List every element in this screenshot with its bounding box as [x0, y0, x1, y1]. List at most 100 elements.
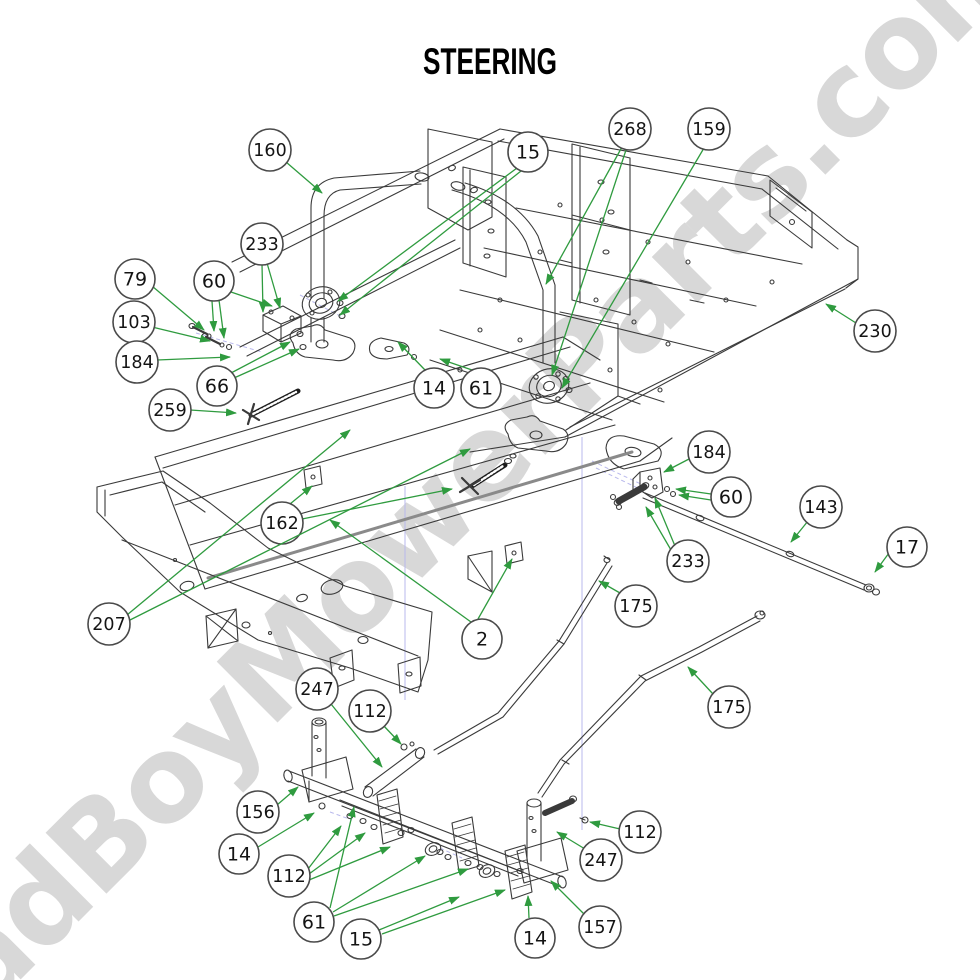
callout-2: 2 — [329, 519, 513, 660]
leader-line — [151, 285, 205, 331]
leader-line — [285, 161, 323, 194]
callout-159: 159 — [561, 107, 731, 389]
leader-line — [556, 831, 586, 850]
callout-number: 14 — [523, 928, 547, 950]
callout-112: 112 — [348, 689, 402, 745]
callout-number: 247 — [584, 851, 617, 871]
leader-line — [589, 820, 621, 830]
callout-number: 2 — [476, 629, 488, 651]
leader-line — [127, 448, 471, 622]
callout-number: 61 — [469, 378, 493, 400]
leader-line — [126, 429, 351, 616]
leader-line — [439, 358, 473, 371]
callout-number: 14 — [227, 844, 251, 866]
leader-line — [790, 520, 809, 543]
callout-175: 175 — [598, 580, 658, 628]
callout-balloon — [853, 309, 897, 353]
callout-balloon — [240, 222, 284, 266]
leader-line — [329, 519, 472, 623]
frame-holes — [457, 202, 775, 393]
callout-79: 79 — [114, 258, 205, 331]
callout-balloon — [666, 539, 710, 583]
callout-number: 157 — [583, 918, 616, 938]
leader-line — [301, 487, 453, 520]
callout-number: 15 — [349, 929, 373, 951]
leader-line — [378, 896, 460, 931]
callout-14: 14 — [397, 341, 455, 409]
leader-line — [189, 408, 237, 417]
callout-balloon — [579, 838, 623, 882]
callout-balloon — [578, 905, 622, 949]
leader-line — [337, 167, 518, 302]
callout-number: 143 — [804, 498, 837, 518]
callout-233: 233 — [240, 222, 284, 313]
leader-line — [645, 506, 672, 551]
leader-line — [307, 825, 342, 870]
leader-line — [381, 723, 402, 745]
callout-number: 61 — [302, 912, 326, 934]
callout-17: 17 — [874, 526, 928, 573]
callout-157: 157 — [550, 880, 622, 949]
callout-60: 60 — [675, 476, 752, 518]
leader-line — [266, 262, 282, 309]
leader-line — [663, 458, 690, 473]
callout-balloon — [193, 260, 235, 302]
callout-247: 247 — [556, 831, 623, 882]
callout-number: 103 — [117, 313, 150, 333]
leader-line — [276, 786, 299, 806]
callout-60: 60 — [193, 260, 273, 339]
leader-line — [678, 492, 712, 501]
callout-balloon — [267, 854, 311, 898]
callout-number: 184 — [120, 353, 153, 373]
callout-230: 230 — [825, 303, 897, 353]
callout-balloon — [799, 485, 843, 529]
floor-pan-bumper — [96, 336, 673, 694]
callout-balloon — [710, 476, 752, 518]
callout-balloon — [87, 602, 131, 646]
page-title: STEERING — [423, 41, 557, 82]
lower-steering-assembly — [283, 717, 589, 900]
callout-number: 175 — [619, 597, 652, 617]
leader-line — [333, 868, 469, 917]
leader-line — [561, 147, 705, 389]
callout-number: 14 — [422, 378, 446, 400]
callout-number: 156 — [241, 803, 274, 823]
callout-number: 268 — [613, 120, 646, 140]
leader-line — [339, 170, 522, 316]
callout-balloon — [614, 584, 658, 628]
callout-162: 162 — [260, 485, 453, 545]
callout-184: 184 — [663, 430, 731, 474]
callout-balloon — [707, 685, 751, 729]
callout-143: 143 — [790, 485, 843, 543]
callout-balloon — [348, 689, 392, 733]
callout-number: 60 — [202, 271, 226, 293]
leader-line — [550, 880, 585, 915]
leader-line — [545, 146, 623, 285]
callout-number: 159 — [692, 120, 725, 140]
callout-number: 112 — [272, 867, 305, 887]
leader-line — [477, 558, 513, 620]
leader-line — [289, 485, 313, 505]
leader-line — [151, 326, 211, 343]
callout-number: 230 — [858, 322, 891, 342]
callout-103: 103 — [112, 300, 211, 344]
leader-line — [397, 341, 426, 371]
callout-balloon — [248, 128, 292, 172]
leader-line — [308, 832, 366, 875]
callout-268: 268 — [545, 107, 652, 376]
callout-number: 79 — [123, 269, 147, 291]
leader-line — [381, 889, 506, 935]
callout-balloon — [413, 367, 455, 409]
callout-balloon — [148, 388, 192, 432]
leader-line — [675, 486, 712, 495]
leader-line — [524, 895, 533, 919]
leader-line — [308, 846, 391, 881]
callout-184: 184 — [115, 340, 231, 384]
callout-14: 14 — [218, 812, 315, 875]
callout-207: 207 — [87, 429, 471, 646]
steering-rods-175 — [433, 555, 766, 798]
callout-259: 259 — [148, 388, 237, 432]
callout-156: 156 — [236, 786, 299, 834]
callout-number: 175 — [712, 698, 745, 718]
callout-balloon — [340, 918, 382, 960]
